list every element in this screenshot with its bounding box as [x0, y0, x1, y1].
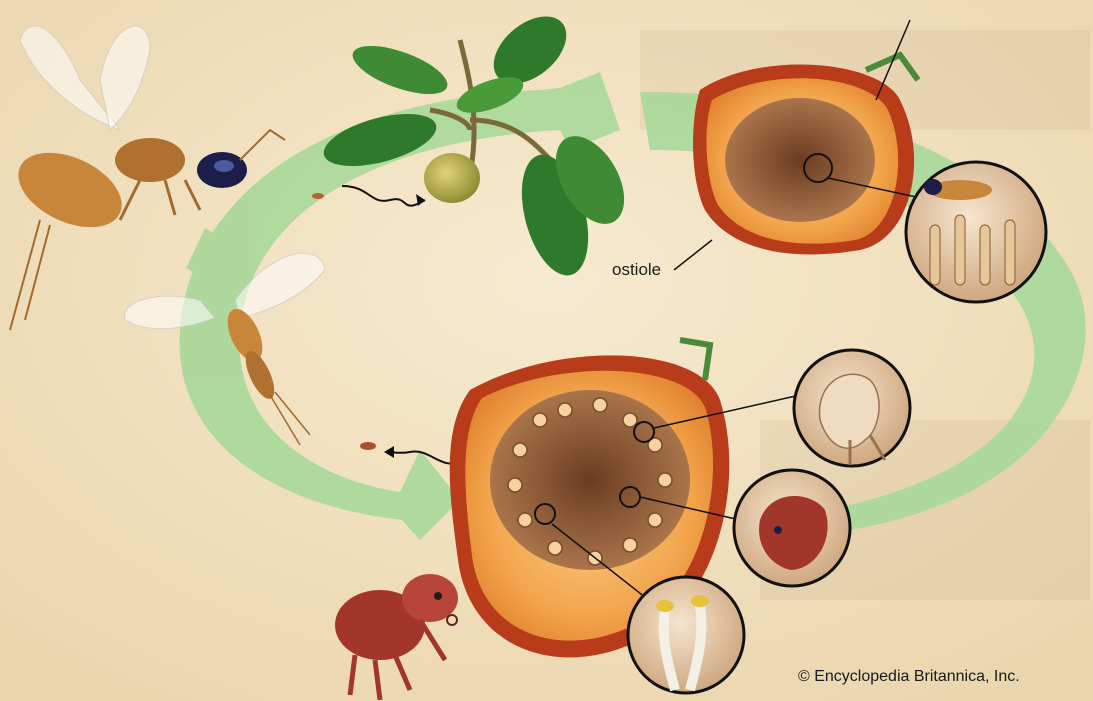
oviposition-inset-icon	[906, 162, 1046, 302]
exiting-wasp-icon	[360, 442, 376, 450]
gall-inset-icon	[794, 350, 910, 466]
flower-inset-icon	[628, 577, 744, 693]
copyright-text: © Encyclopedia Britannica, Inc.	[798, 668, 1020, 685]
male-emerging-inset-icon	[734, 470, 850, 586]
small-wasp-icon	[312, 193, 324, 199]
ostiole-label: ostiole	[612, 260, 661, 279]
